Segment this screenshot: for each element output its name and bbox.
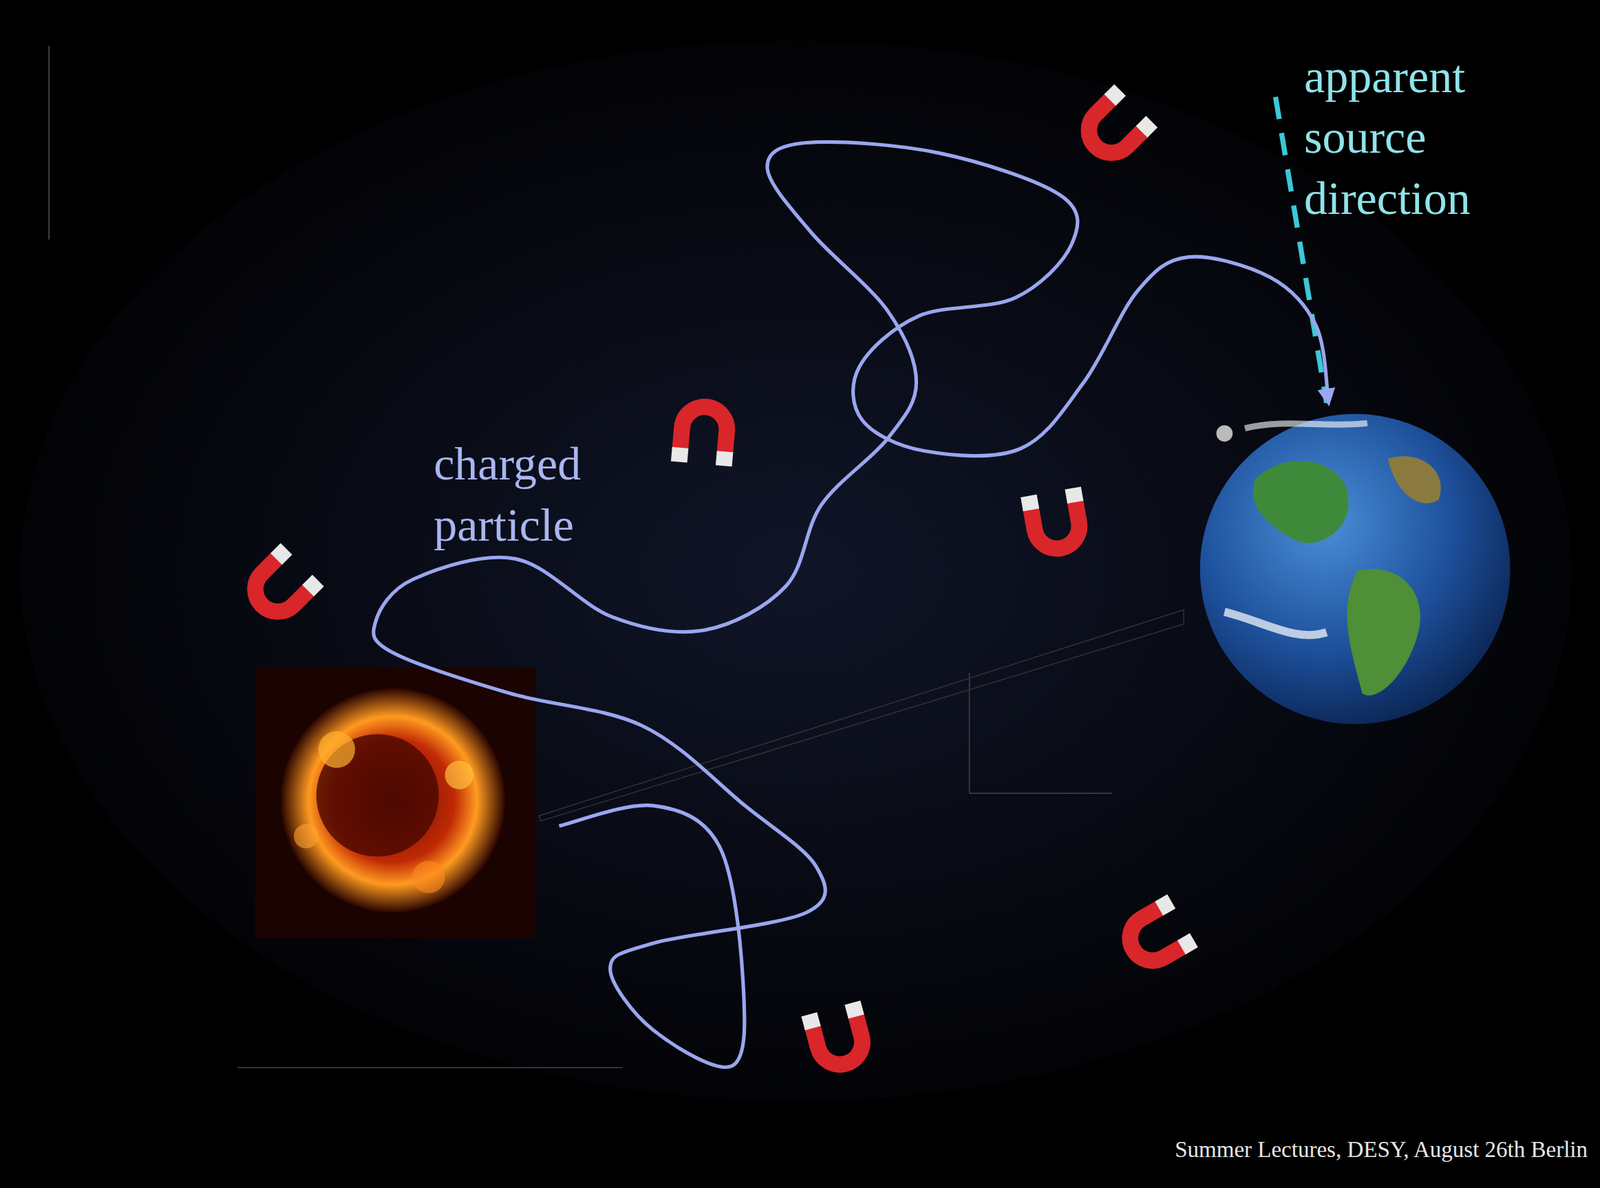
direction-label: apparent source direction [1304, 46, 1471, 229]
particle-trajectory [373, 141, 1329, 1068]
footer-note: Summer Lectures, DESY, August 26th Berli… [1174, 1135, 1588, 1166]
trajectory-label: charged particle [433, 433, 581, 556]
